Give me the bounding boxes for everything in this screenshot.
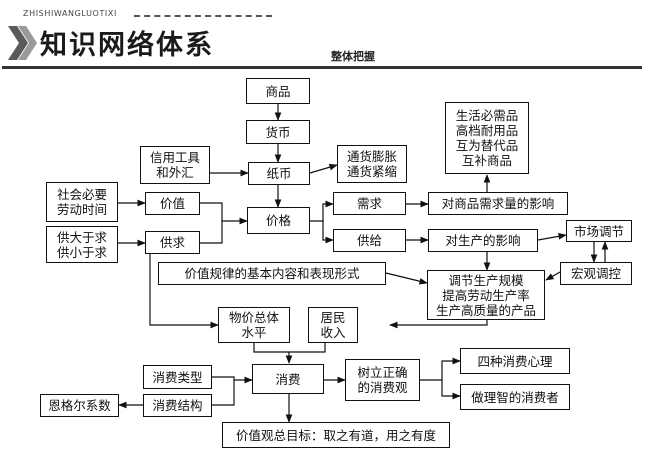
edge-price-supply — [322, 221, 334, 244]
node-commodity: 商品 — [246, 78, 310, 104]
node-consumption: 消费 — [252, 364, 324, 394]
node-price: 价格 — [247, 207, 310, 234]
node-paper-money: 纸币 — [248, 162, 310, 185]
node-currency: 货币 — [246, 120, 310, 144]
page-title: 知识网络体系 — [40, 30, 214, 61]
header: ZHISHIWANGLUOTIXI 知识网络体系 整体把握 — [0, 0, 649, 72]
header-dashed-line — [134, 15, 272, 17]
node-credit-tools: 信用工具 和外汇 — [140, 146, 210, 184]
node-macro-control: 宏观调控 — [560, 262, 632, 285]
edge-price-demand — [310, 200, 334, 222]
node-demand-types: 生活必需品 高档耐用品 互为替代品 互补商品 — [445, 102, 529, 174]
node-correct-view: 树立正确 的消费观 — [345, 359, 420, 401]
node-value-goal: 价值观总目标：取之有道，用之有度 — [222, 422, 450, 448]
node-demand: 需求 — [333, 192, 406, 215]
node-supply-demand: 供求 — [145, 231, 200, 254]
edge-level-consumption — [253, 343, 293, 364]
edge-income-consumption — [289, 343, 326, 353]
edge-adjust-income — [389, 320, 488, 329]
node-consumption-type: 消费类型 — [143, 365, 212, 389]
edge-supplydemand-price — [200, 221, 223, 244]
node-resident-income: 居民 收入 — [308, 307, 358, 343]
node-supply-demand-cases: 供大于求 供小于求 — [46, 226, 118, 263]
header-underline — [2, 66, 642, 69]
node-social-labor-time: 社会必要 劳动时间 — [46, 182, 118, 222]
edge-paper-inflation — [309, 163, 338, 174]
node-value-law: 价值规律的基本内容和表现形式 — [158, 262, 386, 285]
edge-type-consumption — [212, 376, 253, 384]
edge-production-market — [537, 233, 567, 241]
node-value: 价值 — [145, 192, 200, 215]
node-rational-consumer: 做理智的消费者 — [460, 384, 570, 410]
node-four-psychologies: 四种消费心理 — [460, 348, 570, 374]
node-production-effect: 对生产的影响 — [428, 229, 538, 252]
header-pinyin: ZHISHIWANGLUOTIXI — [23, 9, 117, 18]
node-demand-effect: 对商品需求量的影响 — [428, 192, 568, 215]
node-engel: 恩格尔系数 — [40, 394, 119, 417]
edge-law-adjust — [385, 272, 428, 285]
edge-supplydemand-level — [149, 252, 219, 329]
node-price-level: 物价总体 水平 — [218, 307, 290, 343]
edge-value-price — [200, 202, 248, 225]
node-consumption-structure: 消费结构 — [143, 394, 212, 417]
edge-view-psych — [420, 357, 461, 381]
node-supply: 供给 — [333, 229, 406, 252]
overall-label: 整体把握 — [331, 50, 375, 63]
node-production-adjust: 调节生产规模 提高劳动生产率 生产高质量的产品 — [427, 270, 545, 320]
node-inflation: 通货膨胀 通货紧缩 — [337, 145, 407, 183]
double-chevron-icon — [8, 26, 37, 60]
edge-macro-adjust — [545, 271, 561, 281]
edge-structure-consumption — [212, 380, 235, 406]
edge-view-rational — [441, 380, 461, 400]
node-market-regulation: 市场调节 — [566, 220, 632, 242]
